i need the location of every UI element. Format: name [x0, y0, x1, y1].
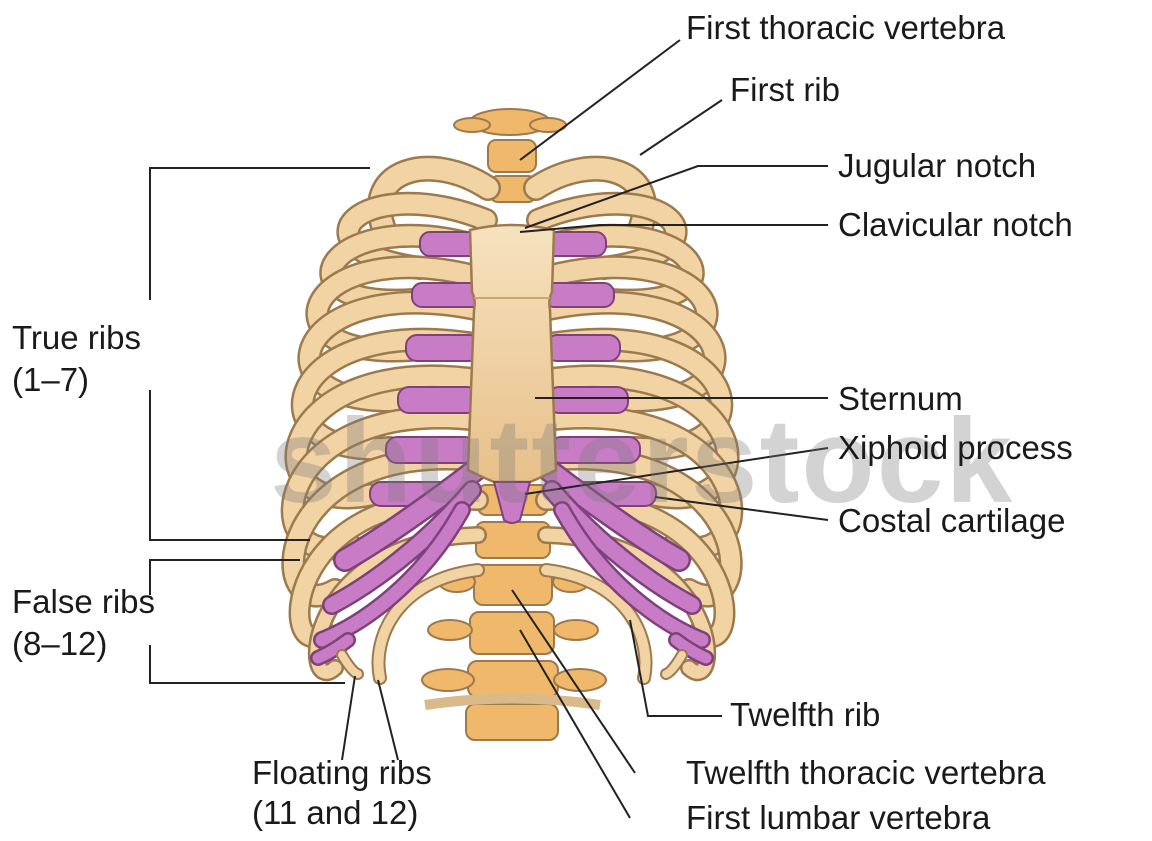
label-floating-ribs: Floating ribs	[252, 755, 432, 791]
label-true-ribs: True ribs	[12, 320, 141, 356]
first-thoracic-vertebra-body	[488, 140, 536, 172]
label-first-rib: First rib	[730, 72, 840, 108]
label-floating-ribs-range: (11 and 12)	[252, 795, 418, 831]
label-first-thoracic-vertebra: First thoracic vertebra	[686, 10, 1005, 46]
label-xiphoid-process: Xiphoid process	[838, 430, 1073, 466]
label-sternum: Sternum	[838, 381, 963, 417]
label-first-lumbar-vertebra: First lumbar vertebra	[686, 800, 990, 836]
label-jugular-notch: Jugular notch	[838, 148, 1036, 184]
label-costal-cartilage: Costal cartilage	[838, 503, 1065, 539]
label-false-ribs: False ribs	[12, 584, 155, 620]
label-twelfth-rib: Twelfth rib	[730, 697, 880, 733]
label-twelfth-thoracic-vertebra: Twelfth thoracic vertebra	[686, 755, 1046, 791]
label-true-ribs-range: (1–7)	[12, 362, 89, 398]
label-false-ribs-range: (8–12)	[12, 626, 107, 662]
label-clavicular-notch: Clavicular notch	[838, 207, 1073, 243]
